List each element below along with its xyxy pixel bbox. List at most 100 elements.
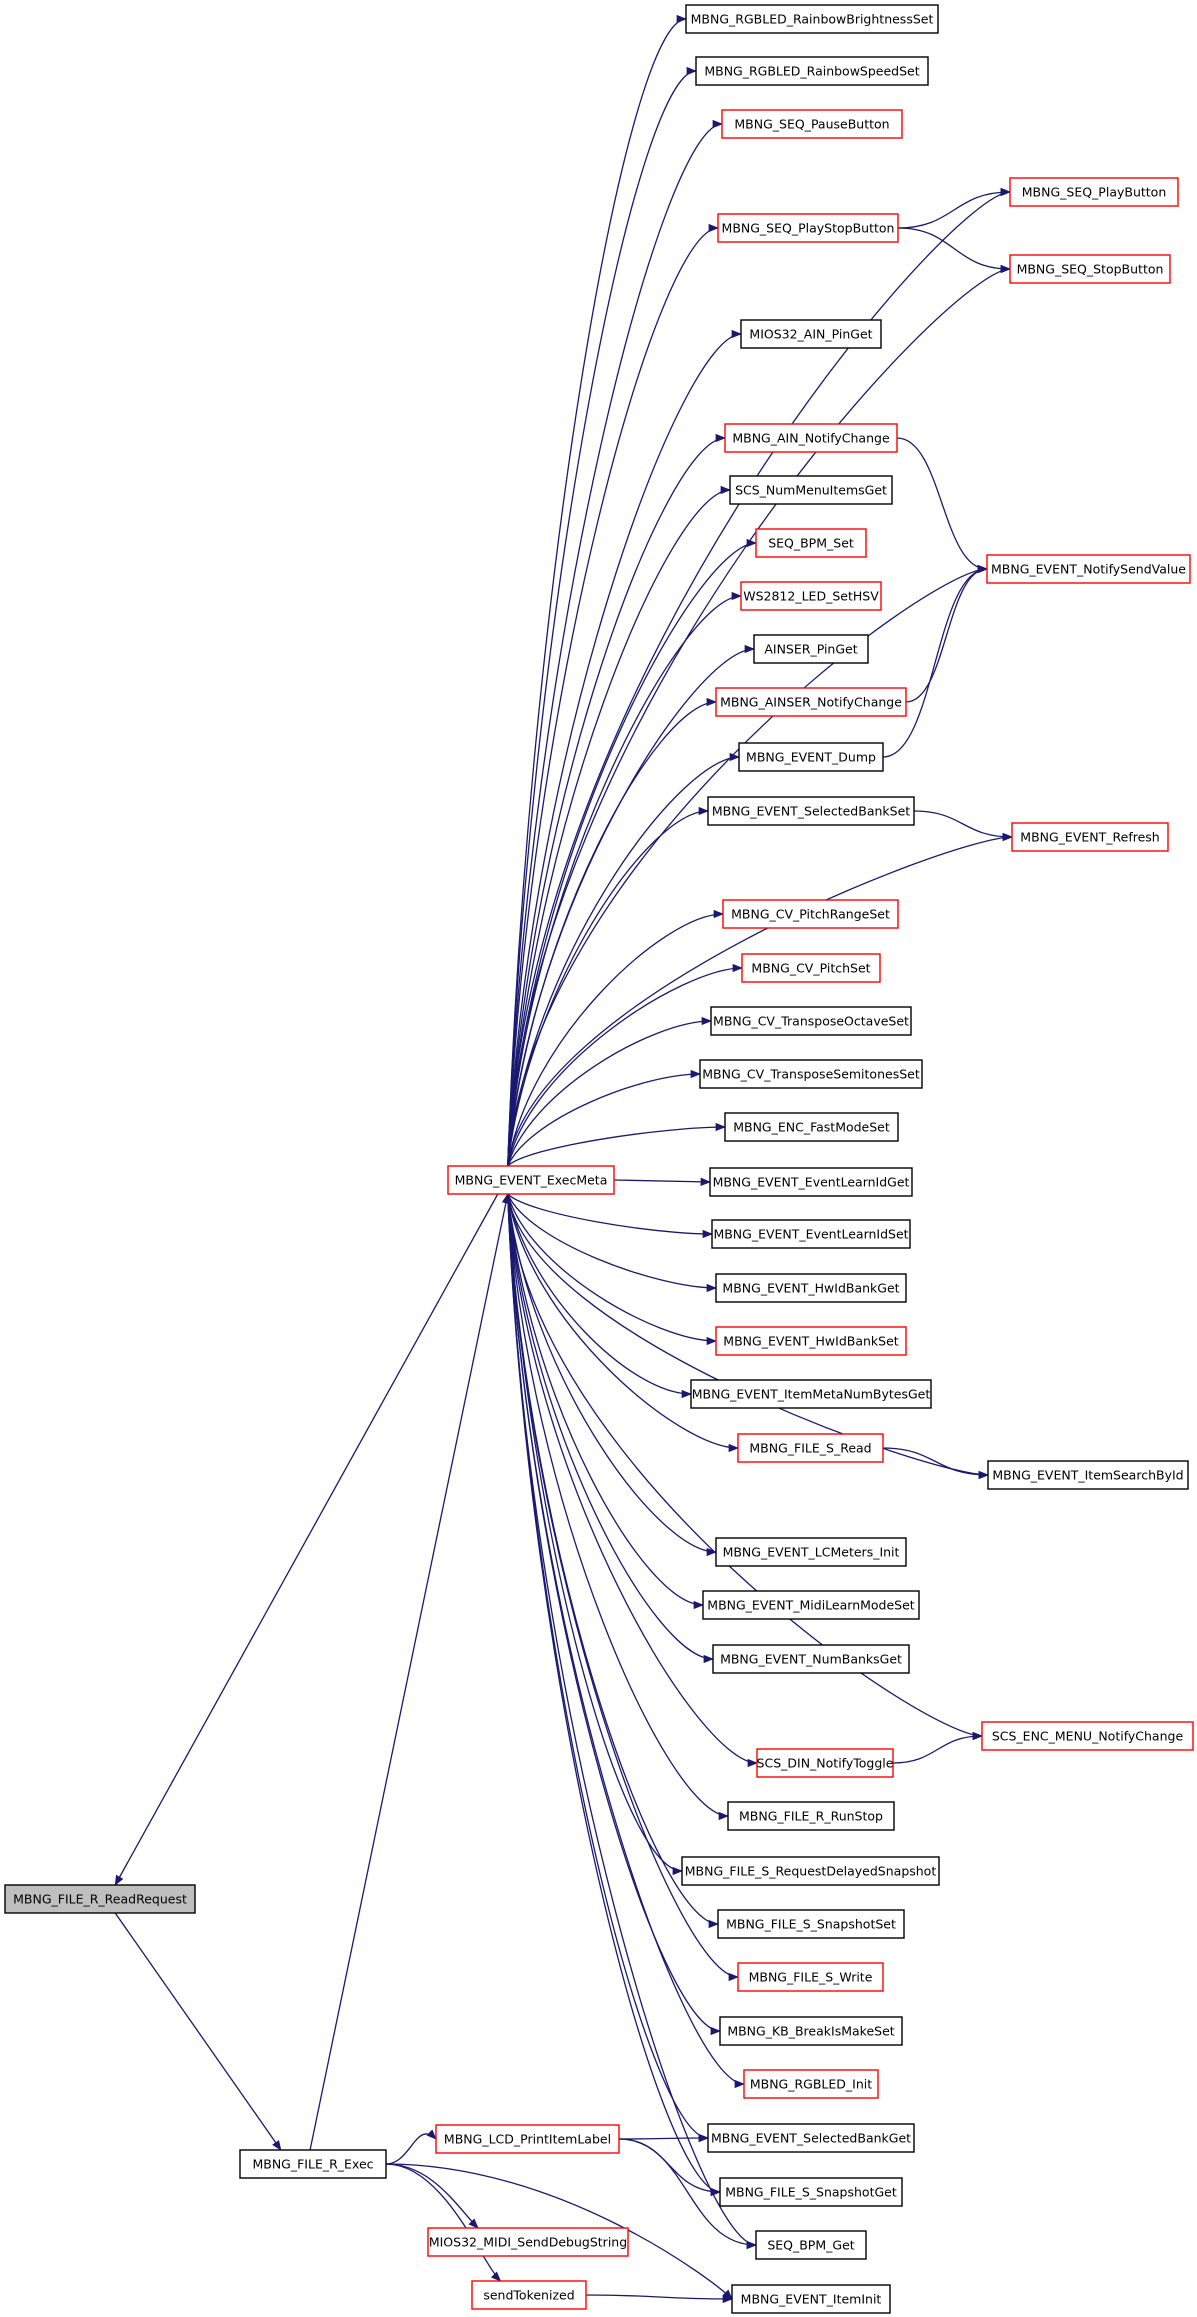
node-reqSnap[interactable]: MBNG_FILE_S_RequestDelayedSnapshot bbox=[681, 1856, 940, 1886]
node-selBankSet[interactable]: MBNG_EVENT_SelectedBankSet bbox=[707, 796, 915, 826]
node-readrequest[interactable]: MBNG_FILE_R_ReadRequest bbox=[4, 1884, 196, 1914]
node-box bbox=[755, 528, 867, 558]
node-selBankGet[interactable]: MBNG_EVENT_SelectedBankGet bbox=[707, 2123, 915, 2153]
node-label: SEQ_BPM_Get bbox=[767, 2238, 854, 2253]
node-itemMeta[interactable]: MBNG_EVENT_ItemMetaNumBytesGet bbox=[690, 1379, 932, 1409]
node-box bbox=[1009, 254, 1171, 284]
node-lcMeters[interactable]: MBNG_EVENT_LCMeters_Init bbox=[715, 1537, 907, 1567]
node-ws2812[interactable]: WS2812_LED_SetHSV bbox=[740, 581, 882, 611]
node-ainPinGet[interactable]: MIOS32_AIN_PinGet bbox=[740, 319, 882, 349]
node-exec[interactable]: MBNG_FILE_R_Exec bbox=[239, 2149, 387, 2179]
node-label: MBNG_SEQ_StopButton bbox=[1017, 262, 1164, 277]
node-label: SCS_NumMenuItemsGet bbox=[735, 483, 887, 498]
edge-execmeta-to-hwBankSet bbox=[507, 1193, 718, 1346]
node-dinToggle[interactable]: SCS_DIN_NotifyToggle bbox=[756, 1748, 894, 1778]
node-label: MIOS32_AIN_PinGet bbox=[749, 327, 872, 342]
node-sendDebug[interactable]: MIOS32_MIDI_SendDebugString bbox=[427, 2227, 629, 2257]
node-box bbox=[715, 687, 907, 717]
node-box bbox=[715, 1326, 907, 1356]
node-seqStop[interactable]: MBNG_SEQ_StopButton bbox=[1009, 254, 1171, 284]
edge-execmeta-to-rgbInit bbox=[507, 1193, 746, 2089]
edge-readrequest-to-exec bbox=[114, 1912, 282, 2151]
node-snapSet[interactable]: MBNG_FILE_S_SnapshotSet bbox=[717, 1909, 905, 1939]
node-label: MBNG_CV_TransposeOctaveSet bbox=[713, 1014, 909, 1029]
node-encMenu[interactable]: SCS_ENC_MENU_NotifyChange bbox=[981, 1721, 1194, 1751]
node-label: MBNG_FILE_S_SnapshotSet bbox=[726, 1917, 896, 1932]
node-ainNotify[interactable]: MBNG_AIN_NotifyChange bbox=[724, 423, 898, 453]
node-itemSearch[interactable]: MBNG_EVENT_ItemSearchById bbox=[987, 1460, 1189, 1490]
node-ainserNotify[interactable]: MBNG_AINSER_NotifyChange bbox=[715, 687, 907, 717]
node-runStop[interactable]: MBNG_FILE_R_RunStop bbox=[727, 1801, 895, 1831]
node-fileSRead[interactable]: MBNG_FILE_S_Read bbox=[737, 1433, 884, 1463]
node-cvPitchRange[interactable]: MBNG_CV_PitchRangeSet bbox=[722, 899, 899, 929]
node-sendTok[interactable]: sendTokenized bbox=[471, 2280, 587, 2310]
node-label: MBNG_SEQ_PlayButton bbox=[1022, 185, 1167, 200]
node-seqPause[interactable]: MBNG_SEQ_PauseButton bbox=[721, 109, 903, 139]
node-rainbowSpeed[interactable]: MBNG_RGBLED_RainbowSpeedSet bbox=[695, 56, 929, 86]
edge-exec-to-itemInit bbox=[385, 2163, 733, 2300]
node-label: MBNG_EVENT_HwIdBankGet bbox=[722, 1281, 899, 1296]
edge-execmeta-to-readrequest bbox=[114, 1193, 499, 1886]
edge-execmeta-to-ainPinGet bbox=[507, 329, 743, 1167]
node-box bbox=[756, 1748, 894, 1778]
node-label: MBNG_SEQ_PlayStopButton bbox=[722, 221, 895, 236]
node-seqPlayStop[interactable]: MBNG_SEQ_PlayStopButton bbox=[717, 213, 899, 243]
node-label: MBNG_EVENT_MidiLearnModeSet bbox=[707, 1598, 915, 1613]
node-label: AINSER_PinGet bbox=[764, 642, 857, 657]
node-cvTransOct[interactable]: MBNG_CV_TransposeOctaveSet bbox=[710, 1006, 912, 1036]
node-fileSWrite[interactable]: MBNG_FILE_S_Write bbox=[737, 1962, 884, 1992]
node-notifySend[interactable]: MBNG_EVENT_NotifySendValue bbox=[986, 554, 1191, 584]
edge-lcdprint-to-selBankGet bbox=[618, 2133, 710, 2143]
node-encFast[interactable]: MBNG_ENC_FastModeSet bbox=[724, 1112, 899, 1142]
edge-execmeta-to-learnSet bbox=[507, 1193, 714, 1239]
node-box bbox=[727, 1801, 895, 1831]
node-label: MBNG_AINSER_NotifyChange bbox=[720, 695, 902, 710]
node-learnGet[interactable]: MBNG_EVENT_EventLearnIdGet bbox=[709, 1167, 913, 1197]
node-bpmGet[interactable]: SEQ_BPM_Get bbox=[755, 2230, 867, 2260]
node-rgbInit[interactable]: MBNG_RGBLED_Init bbox=[743, 2069, 879, 2099]
node-label: MBNG_EVENT_EventLearnIdSet bbox=[713, 1227, 908, 1242]
node-itemInit[interactable]: MBNG_EVENT_ItemInit bbox=[731, 2284, 891, 2314]
node-label: MBNG_EVENT_ItemInit bbox=[741, 2292, 882, 2307]
node-box bbox=[755, 2230, 867, 2260]
edge-execmeta-to-hwBankGet bbox=[507, 1193, 718, 1293]
node-learnSet[interactable]: MBNG_EVENT_EventLearnIdSet bbox=[711, 1219, 911, 1249]
node-box bbox=[731, 2284, 891, 2314]
edge-exec-to-lcdprint bbox=[385, 2129, 437, 2165]
node-label: SCS_ENC_MENU_NotifyChange bbox=[992, 1729, 1184, 1744]
node-box bbox=[987, 1460, 1189, 1490]
edge-execmeta-to-numBanks bbox=[507, 1193, 715, 1664]
node-evRefresh[interactable]: MBNG_EVENT_Refresh bbox=[1011, 822, 1169, 852]
node-box bbox=[719, 2177, 903, 2207]
node-execmeta[interactable]: MBNG_EVENT_ExecMeta bbox=[447, 1165, 615, 1195]
node-label: MBNG_RGBLED_RainbowSpeedSet bbox=[704, 64, 919, 79]
node-box bbox=[717, 213, 899, 243]
node-rainbowBright[interactable]: MBNG_RGBLED_RainbowBrightnessSet bbox=[685, 4, 939, 34]
node-scsNum[interactable]: SCS_NumMenuItemsGet bbox=[729, 475, 893, 505]
node-seqPlay[interactable]: MBNG_SEQ_PlayButton bbox=[1009, 177, 1179, 207]
node-cvPitch[interactable]: MBNG_CV_PitchSet bbox=[741, 953, 881, 983]
node-evDump[interactable]: MBNG_EVENT_Dump bbox=[738, 742, 884, 772]
node-seqBpmSet[interactable]: SEQ_BPM_Set bbox=[755, 528, 867, 558]
node-label: MBNG_EVENT_ItemMetaNumBytesGet bbox=[692, 1387, 931, 1402]
node-cvTransSemi[interactable]: MBNG_CV_TransposeSemitonesSet bbox=[699, 1059, 923, 1089]
node-box bbox=[4, 1884, 196, 1914]
node-box bbox=[741, 953, 881, 983]
node-hwBankGet[interactable]: MBNG_EVENT_HwIdBankGet bbox=[715, 1273, 907, 1303]
node-label: MBNG_AIN_NotifyChange bbox=[732, 431, 890, 446]
edge-execmeta-to-cvTransSemi bbox=[507, 1069, 702, 1167]
node-hwBankSet[interactable]: MBNG_EVENT_HwIdBankSet bbox=[715, 1326, 907, 1356]
node-lcdprint[interactable]: MBNG_LCD_PrintItemLabel bbox=[435, 2124, 620, 2154]
edge-ainserNotify-to-notifySend bbox=[905, 564, 989, 703]
node-snapGet[interactable]: MBNG_FILE_S_SnapshotGet bbox=[719, 2177, 903, 2207]
node-label: MBNG_ENC_FastModeSet bbox=[733, 1120, 890, 1135]
node-midiLearn[interactable]: MBNG_EVENT_MidiLearnModeSet bbox=[702, 1590, 920, 1620]
edge-execmeta-to-snapGet bbox=[507, 1193, 722, 2197]
edge-sendTok-to-itemInit bbox=[585, 2294, 734, 2304]
edge-execmeta-to-reqSnap bbox=[507, 1193, 684, 1876]
node-label: MIOS32_MIDI_SendDebugString bbox=[429, 2235, 627, 2250]
node-kbBreak[interactable]: MBNG_KB_BreakIsMakeSet bbox=[719, 2016, 903, 2046]
node-numBanks[interactable]: MBNG_EVENT_NumBanksGet bbox=[712, 1644, 910, 1674]
node-ainserPin[interactable]: AINSER_PinGet bbox=[753, 634, 869, 664]
